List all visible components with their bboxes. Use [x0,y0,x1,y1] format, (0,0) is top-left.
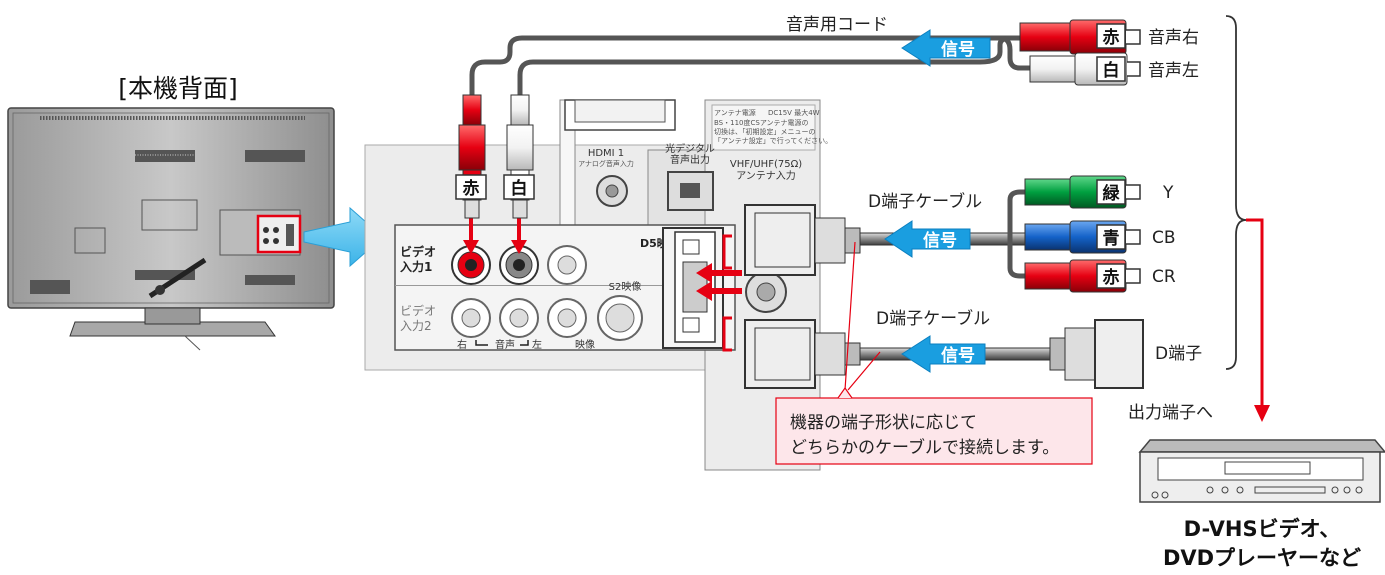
white-plug-arrow [511,218,527,254]
output-arrow-icon [1254,405,1270,422]
comp-cr-text: CR [1152,267,1176,287]
audio-cable [469,35,1020,110]
audio-right-label: 右 [457,338,467,351]
hdmi-audio-label: アナログ音声入力 [578,159,634,168]
antenna-note-2: DC15V 最大4W [768,108,820,117]
audio-left-label: 左 [532,338,542,351]
white-plug-tag-tv: 白 [511,178,528,199]
d-cable-label-lower: D端子ケーブル [876,308,990,329]
green-plug-tag: 緑 [1103,183,1121,204]
d5-input-arrow-2 [696,281,742,301]
white-plug-tag-right: 白 [1103,60,1120,81]
signal-label-d: 信号 [941,345,975,366]
tv-back-title: [本機背面] [118,74,238,103]
d-connector-lower-device [1049,319,1144,389]
comp-cb-text: CB [1152,228,1176,248]
d-connector-lower-tv [744,319,861,389]
dvd-player-illustration [1138,439,1385,503]
callout-box: 機器の端子形状に応じて どちらかのケーブルで接続します。 [775,386,1093,465]
hdmi-label: HDMI 1 [588,148,624,159]
d-cable-label-upper: D端子ケーブル [868,191,982,212]
d5-input-arrow-1 [696,263,742,283]
antenna-label-1: VHF/UHF(75Ω) [730,159,802,170]
video-input1-label-1: ビデオ [400,244,436,259]
optical-label-1: 光デジタル [665,142,715,155]
d-terminal-text: D端子 [1155,344,1202,364]
output-line [1246,218,1264,410]
video-input2-label-2: 入力2 [400,319,432,333]
blue-plug-tag: 青 [1103,228,1120,249]
audio-cable-label: 音声用コード [786,15,888,35]
video2-video-jack [547,298,587,338]
optical-label-2: 音声出力 [670,153,710,166]
device-name-line-2: DVDプレーヤーなど [1163,546,1361,570]
signal-arrow-d: 信号 [901,335,986,373]
d5-terminal [662,227,724,349]
video2-audio-right-jack [451,298,491,338]
audio-left-text: 音声左 [1148,61,1199,81]
device-name-line-1: D-VHSビデオ、 [1184,517,1341,541]
video1-audio-right-jack [451,245,491,285]
video-label: 映像 [575,339,595,351]
signal-label-component: 信号 [923,230,957,251]
red-plug-tag-right: 赤 [1103,27,1120,48]
grouping-brace [1225,15,1247,370]
antenna-note-3: BS・110度CSアンテナ電源の [714,118,809,127]
tv-back-illustration [7,107,335,351]
s2-video-label: S2映像 [609,281,642,293]
red-plug-tag-cr: 赤 [1103,267,1120,288]
antenna-label-2: アンテナ入力 [736,169,796,182]
video1-video-jack [547,245,587,285]
output-to-text: 出力端子へ [1128,403,1213,423]
d-connector-upper [744,204,861,276]
signal-label-audio: 信号 [941,39,975,60]
comp-y-text: Y [1162,183,1174,203]
video-input2-label-1: ビデオ [400,303,436,318]
callout-line-1: 機器の端子形状に応じて [790,413,977,433]
white-rca-plug-tv [506,94,534,219]
antenna-note-1: アンテナ電源 [714,108,756,117]
video-input1-label-2: 入力1 [400,259,432,274]
signal-arrow-audio: 信号 [901,29,991,67]
callout-line-2: どちらかのケーブルで接続します。 [790,437,1059,458]
antenna-note-4: 切換は、「初期設定」メニューの [714,127,816,136]
signal-arrow-component: 信号 [884,220,971,258]
video1-audio-left-jack [499,245,539,285]
s2-video-jack [597,295,643,341]
antenna-note-5: 「アンテナ設定」で行ってください。 [714,136,832,145]
audio-right-text: 音声右 [1148,28,1199,48]
red-plug-arrow [463,218,479,254]
video2-audio-left-jack [499,298,539,338]
red-plug-tag-tv: 赤 [463,178,480,199]
audio-label: 音声 [495,338,515,351]
